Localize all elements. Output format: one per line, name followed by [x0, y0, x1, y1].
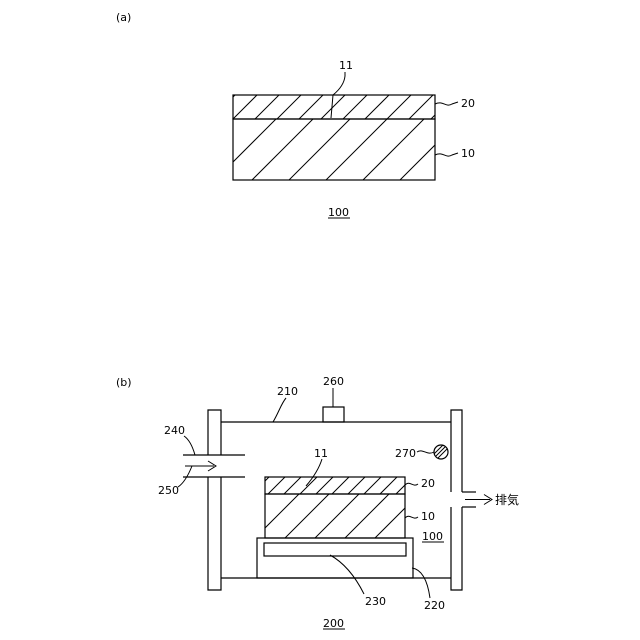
leader-b-10: [405, 516, 418, 518]
leader-b-230: [330, 555, 364, 594]
label-a-20: 20: [461, 97, 475, 110]
leader-b-240: [184, 436, 195, 455]
label-b-230: 230: [365, 595, 386, 608]
top-sensor: [323, 407, 344, 422]
label-b-220: 220: [424, 599, 445, 612]
heater-230: [264, 543, 406, 556]
exhaust-label: 排気: [495, 492, 519, 507]
right-flange: [451, 410, 462, 590]
label-b-240: 240: [164, 424, 185, 437]
leader-b-20: [405, 483, 418, 485]
label-b-10: 10: [421, 510, 435, 523]
label-b-11: 11: [314, 447, 328, 460]
panel-b-tag: (b): [116, 376, 132, 389]
lamp-circle: [434, 445, 448, 459]
label-b-20: 20: [421, 477, 435, 490]
leader-b-210: [273, 398, 286, 422]
label-a-10: 10: [461, 147, 475, 160]
panel-a-tag: (a): [116, 11, 131, 24]
left-flange: [208, 410, 221, 590]
label-b-200: 200: [323, 617, 344, 630]
label-a-11: 11: [339, 59, 353, 72]
label-b-260: 260: [323, 375, 344, 388]
panel-b-layer-20: [252, 477, 413, 494]
leader-a-10: [435, 153, 458, 156]
label-b-210: 210: [277, 385, 298, 398]
leader-b-11: [306, 459, 322, 486]
label-b-250: 250: [158, 484, 179, 497]
leader-a-20: [435, 102, 458, 105]
label-b-270: 270: [395, 447, 416, 460]
label-b-100: 100: [422, 530, 443, 543]
inlet-arrow: [185, 461, 216, 471]
exhaust-pipe: [462, 492, 492, 507]
leader-b-220: [412, 568, 430, 598]
panel-b-layer-10: [255, 494, 419, 538]
label-a-100: 100: [328, 206, 349, 219]
panel-a-layer-10: [215, 119, 498, 180]
leader-b-270: [417, 451, 434, 453]
